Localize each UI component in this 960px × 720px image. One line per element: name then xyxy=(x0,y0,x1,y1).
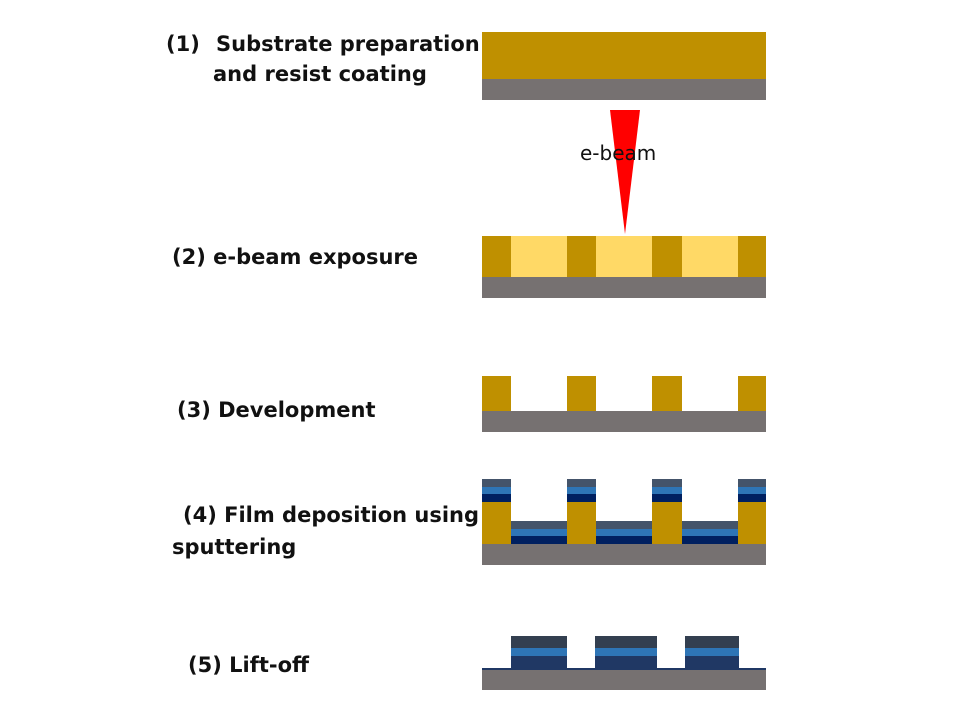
step-4-film-on-pillar xyxy=(567,479,596,502)
step-4-label-line1: (4) Film deposition using xyxy=(183,503,480,527)
step-4-resist-pillar xyxy=(652,502,682,544)
step-3-resist-pillar xyxy=(652,376,682,411)
step-4-film-on-pillar xyxy=(738,479,766,502)
step-5-label: (5) Lift-off xyxy=(188,653,310,677)
step-4-resist-pillar xyxy=(482,502,511,544)
step-4-resist-pillar xyxy=(738,502,766,544)
step-2-exposed-region xyxy=(596,236,652,277)
step-3-resist-pillar xyxy=(482,376,511,411)
step-2-exposed-region xyxy=(682,236,738,277)
step-1-label-line2: and resist coating xyxy=(213,62,427,86)
step-1-substrate xyxy=(482,79,766,100)
step-2-substrate xyxy=(482,277,766,298)
step-4-label-line2: sputtering xyxy=(172,535,297,559)
step-4-film-on-pillar xyxy=(652,479,682,502)
step-5-film-pattern xyxy=(511,636,567,668)
step-1-number: (1) xyxy=(166,32,200,56)
e-beam-triangle xyxy=(610,110,640,234)
step-3-resist-pillar xyxy=(567,376,596,411)
step-4-film-in-trench xyxy=(682,521,738,544)
e-beam-label: e-beam xyxy=(580,141,657,165)
step-4-resist-pillar xyxy=(567,502,596,544)
step-4-film-in-trench xyxy=(511,521,567,544)
step-5-substrate-edge xyxy=(482,668,766,670)
step-4-film-on-pillar xyxy=(482,479,511,502)
step-4-substrate xyxy=(482,544,766,565)
step-1-resist-layer xyxy=(482,32,766,79)
step-4-film-in-trench xyxy=(596,521,652,544)
step-5-film-pattern xyxy=(685,636,739,668)
step-3-resist-pillar xyxy=(738,376,766,411)
step-5-film-pattern xyxy=(595,636,657,668)
step-2-label: (2) e-beam exposure xyxy=(172,245,419,269)
step-1-label-line1: Substrate preparation xyxy=(216,32,480,56)
step-3-label: (3) Development xyxy=(177,398,376,422)
step-5-substrate xyxy=(482,670,766,690)
step-2-exposed-region xyxy=(511,236,567,277)
step-3-substrate xyxy=(482,411,766,432)
